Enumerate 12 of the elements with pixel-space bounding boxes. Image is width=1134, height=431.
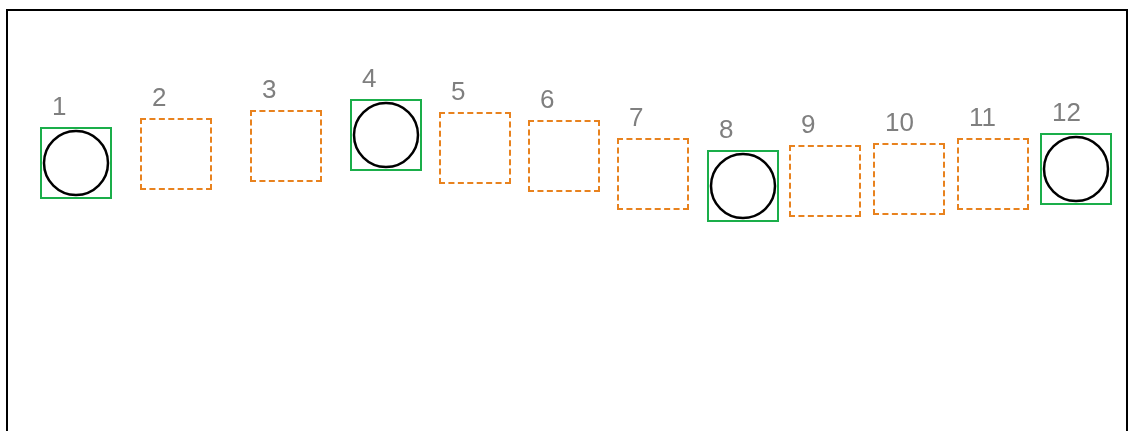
- box-number: 10: [885, 107, 914, 137]
- box-number: 11: [969, 102, 996, 132]
- box-number: 2: [152, 82, 167, 112]
- box-number: 9: [801, 109, 816, 139]
- box-number: 4: [362, 63, 377, 93]
- box-number: 12: [1052, 97, 1081, 127]
- box-number: 6: [540, 84, 555, 114]
- box-number: 8: [719, 114, 734, 144]
- box-number: 5: [451, 76, 466, 106]
- box-number: 7: [629, 102, 644, 132]
- box-number: 3: [262, 74, 277, 104]
- box-number: 1: [52, 91, 67, 121]
